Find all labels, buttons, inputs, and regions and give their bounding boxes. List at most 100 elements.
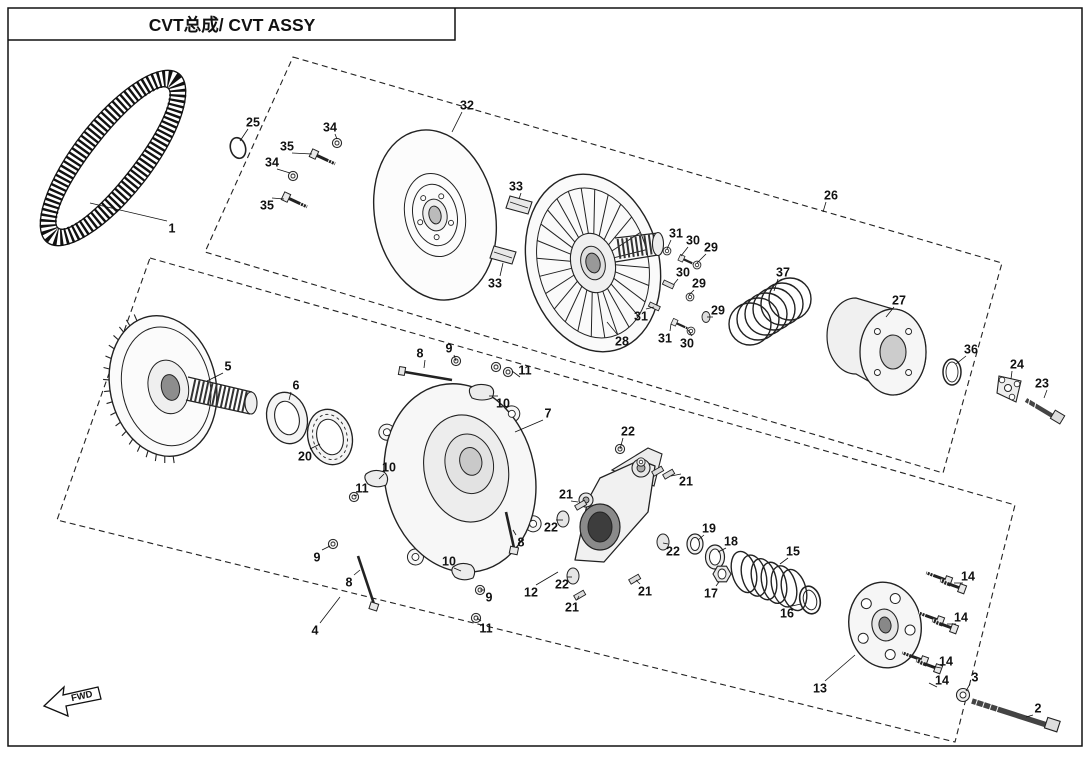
washer-11	[502, 366, 514, 378]
callout-11: 11	[518, 364, 531, 378]
leader-line	[239, 128, 249, 142]
upper-assembly-boundary	[204, 56, 1003, 474]
drive-belt	[39, 69, 187, 247]
callout-31: 31	[669, 227, 683, 241]
callout-21: 21	[679, 475, 693, 489]
leader-line	[288, 391, 292, 401]
washer-19	[686, 533, 704, 555]
pin-21	[574, 499, 588, 511]
callout-14: 14	[935, 674, 949, 688]
spring-15	[730, 550, 808, 612]
fan-fins	[536, 188, 650, 338]
bearing-20	[306, 408, 354, 466]
leader-line	[206, 372, 224, 382]
callout-22: 22	[621, 425, 635, 439]
leader-line	[453, 354, 457, 362]
arm-pins-rollers	[556, 443, 676, 601]
callout-23: 23	[1035, 377, 1049, 391]
callout-20: 20	[298, 450, 312, 464]
spring-37	[728, 277, 812, 346]
callout-25: 25	[246, 116, 260, 130]
fwd-label: FWD	[70, 689, 94, 704]
leader-line	[319, 596, 341, 624]
leader-line	[779, 557, 789, 565]
leader-line	[928, 682, 938, 688]
leader-line	[276, 168, 291, 174]
callout-35: 35	[280, 140, 294, 154]
leader-line	[291, 152, 313, 155]
callout-12: 12	[524, 586, 538, 600]
slider-shoe-10	[364, 469, 389, 488]
pin-21	[651, 465, 665, 477]
callout-14: 14	[939, 655, 953, 669]
callout-18: 18	[724, 535, 738, 549]
pin-21	[628, 573, 642, 585]
leader-line	[89, 202, 168, 222]
leader-line	[1043, 389, 1048, 399]
leader-line	[687, 329, 693, 337]
callout-13: 13	[813, 682, 827, 696]
leader-line	[791, 603, 802, 607]
callout-7: 7	[545, 407, 552, 421]
leader-line	[1025, 714, 1034, 718]
callout-16: 16	[780, 607, 794, 621]
leader-line	[423, 359, 426, 369]
callout-22: 22	[555, 578, 569, 592]
roller-22	[656, 533, 670, 551]
callout-34: 34	[265, 156, 279, 170]
callout-33: 33	[509, 180, 523, 194]
washer-11	[490, 361, 502, 373]
leader-line	[309, 443, 321, 450]
bolt-23	[1024, 397, 1066, 425]
ring-16	[798, 585, 822, 615]
callout-21: 21	[559, 488, 573, 502]
callout-9: 9	[486, 591, 493, 605]
slider-shoe-10	[451, 562, 476, 581]
callout-35: 35	[260, 199, 274, 213]
leader-line	[619, 437, 624, 450]
callout-32: 32	[460, 99, 474, 113]
callout-9: 9	[446, 342, 453, 356]
callout-4: 4	[312, 624, 319, 638]
callout-3: 3	[972, 671, 979, 685]
callout-10: 10	[442, 555, 456, 569]
lower-assembly-boundary	[56, 257, 1016, 743]
nut-17	[712, 565, 732, 583]
callout-2: 2	[1035, 702, 1042, 716]
stud-8	[504, 511, 516, 549]
title-box	[8, 8, 456, 41]
washer-22	[636, 457, 646, 467]
callout-9: 9	[314, 551, 321, 565]
callout-17: 17	[704, 587, 718, 601]
leader-line	[1010, 370, 1013, 380]
callout-11: 11	[479, 622, 492, 636]
callout-31: 31	[658, 332, 672, 346]
leader-line	[271, 197, 285, 200]
roller-hardware-cluster	[647, 246, 711, 336]
callout-14: 14	[954, 611, 968, 625]
flange-plate-24	[996, 375, 1022, 403]
callout-30: 30	[686, 234, 700, 248]
slider-hardware-lower	[327, 469, 520, 624]
cvt-cover-disc-32	[372, 129, 498, 301]
splined-shaft-5	[185, 376, 258, 415]
callout-5: 5	[225, 360, 232, 374]
callout-27: 27	[892, 294, 906, 308]
callout-8: 8	[417, 347, 424, 361]
callout-29: 29	[704, 241, 718, 255]
leader-line	[688, 289, 695, 296]
spider-flange-13	[848, 581, 922, 669]
callout-1: 1	[169, 222, 176, 236]
callout-28: 28	[615, 335, 629, 349]
callout-31: 31	[634, 310, 648, 324]
leader-line	[670, 473, 682, 477]
leader-line	[673, 278, 679, 285]
leader-line	[518, 192, 522, 200]
leader-line	[645, 306, 655, 310]
leader-line	[822, 201, 827, 213]
fixed-sheave-5	[103, 314, 218, 464]
ring-18	[704, 544, 726, 570]
callout-30: 30	[676, 266, 690, 280]
pulley-shaft	[614, 231, 665, 263]
drive-pulley-fan-28	[524, 173, 662, 353]
